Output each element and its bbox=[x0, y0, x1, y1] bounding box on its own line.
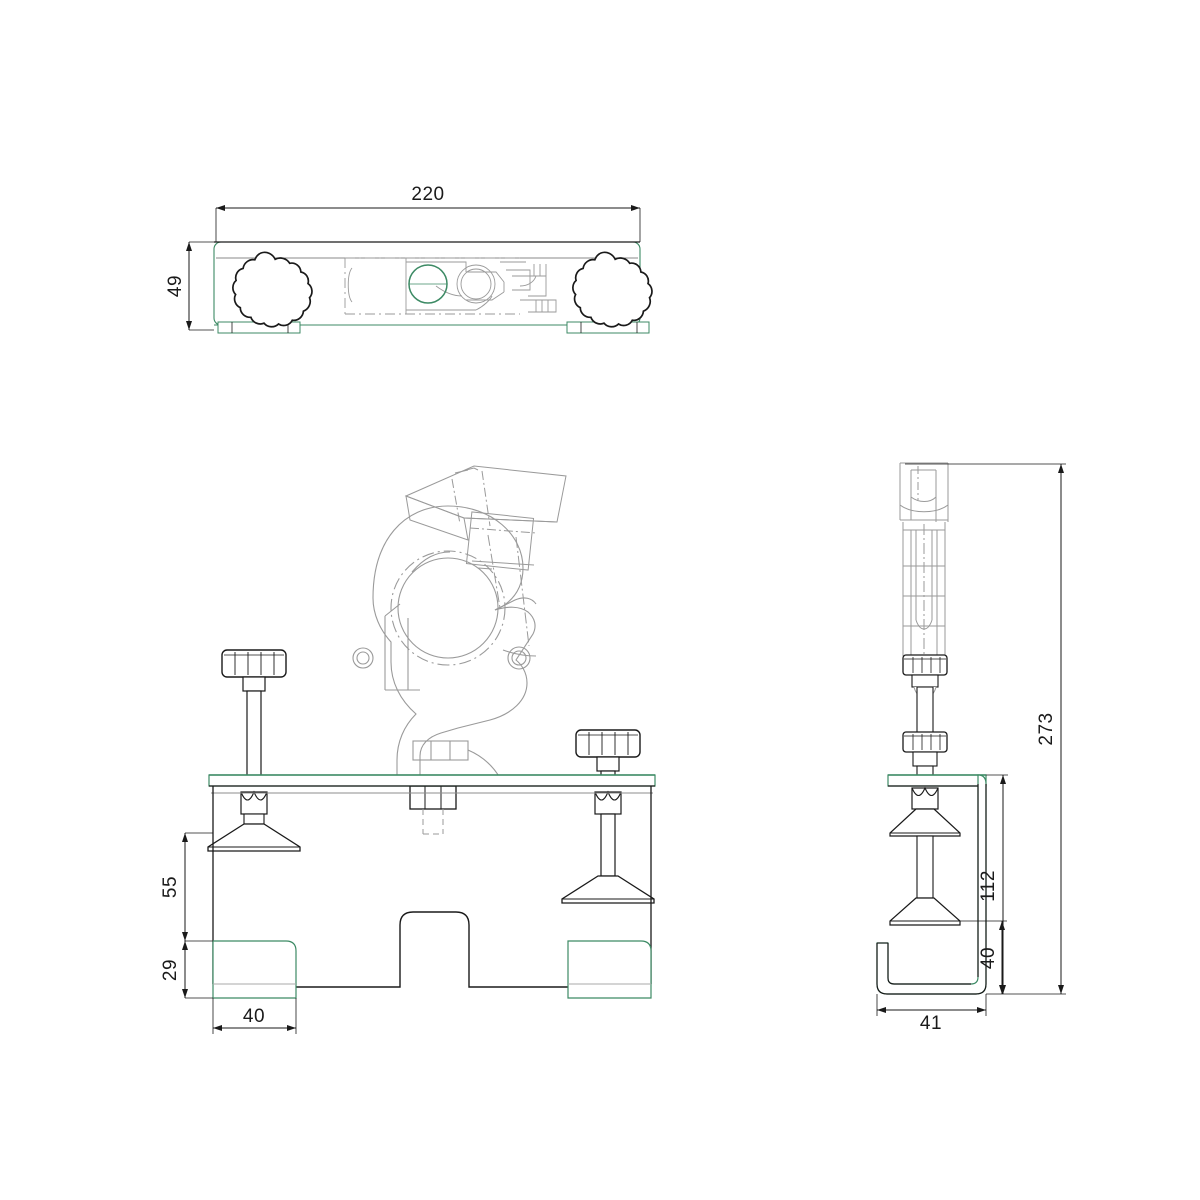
cone-foot-left bbox=[207, 823, 301, 852]
thread-left bbox=[240, 790, 268, 825]
side-rod-long bbox=[916, 835, 934, 899]
side-mounting-plate bbox=[887, 774, 987, 787]
side-rod-mid bbox=[916, 686, 934, 734]
dim-label-112: 112 bbox=[978, 870, 999, 902]
dim-label-273: 273 bbox=[1036, 712, 1057, 745]
side-knob-lower-icon bbox=[902, 731, 948, 753]
knob-assembly-right bbox=[561, 729, 655, 904]
dim-220: 220 bbox=[215, 184, 641, 242]
rod-left bbox=[246, 690, 262, 782]
hex-nut-center bbox=[409, 785, 457, 835]
side-thread bbox=[911, 786, 939, 810]
t-handle-bolt bbox=[404, 465, 567, 647]
side-view: 273 112 40 41 bbox=[876, 462, 1066, 1034]
cone-foot-right bbox=[561, 875, 655, 904]
top-knob-left-icon bbox=[232, 251, 313, 328]
knob-left-collar bbox=[242, 676, 266, 692]
bracket-bottom-profile bbox=[213, 911, 651, 988]
dim-40-side: 40 bbox=[955, 920, 1007, 994]
dim-label-41: 41 bbox=[920, 1013, 942, 1034]
dim-label-29: 29 bbox=[160, 959, 181, 981]
dim-49: 49 bbox=[165, 241, 214, 331]
top-view: 220 49 bbox=[165, 184, 653, 334]
dim-273: 273 bbox=[905, 463, 1066, 995]
dim-label-49: 49 bbox=[165, 275, 186, 297]
knob-left-icon bbox=[221, 649, 287, 678]
bracket-foot-left bbox=[212, 940, 297, 999]
side-cone-foot-upper bbox=[889, 808, 961, 837]
knob-assembly-left bbox=[207, 649, 301, 852]
bracket-foot-right bbox=[567, 940, 652, 999]
dim-41: 41 bbox=[876, 994, 987, 1034]
side-knob-upper-icon bbox=[902, 654, 948, 676]
side-collar-lower bbox=[912, 751, 938, 767]
dim-label-220: 220 bbox=[411, 184, 444, 205]
dim-40-front: 40 bbox=[212, 998, 297, 1034]
rod-right-lower bbox=[600, 813, 616, 877]
side-cone-foot-lower bbox=[889, 897, 961, 926]
thread-right bbox=[594, 790, 622, 815]
mounting-plate bbox=[208, 774, 656, 794]
dim-label-40-side: 40 bbox=[978, 947, 999, 969]
side-collar-upper bbox=[911, 674, 939, 688]
dim-55: 55 bbox=[160, 832, 213, 942]
dim-29: 29 bbox=[160, 941, 213, 999]
knob-right-collar bbox=[596, 756, 620, 772]
front-view: 55 29 40 bbox=[160, 465, 656, 1034]
knob-right-icon bbox=[575, 729, 641, 758]
dim-label-55: 55 bbox=[160, 876, 181, 898]
top-knob-right-icon bbox=[572, 251, 653, 328]
truss-hook-clamp bbox=[352, 505, 537, 783]
side-clamp-end bbox=[899, 462, 949, 656]
dim-label-40-front: 40 bbox=[243, 1006, 265, 1027]
top-clamp-body-hidden bbox=[344, 257, 557, 315]
